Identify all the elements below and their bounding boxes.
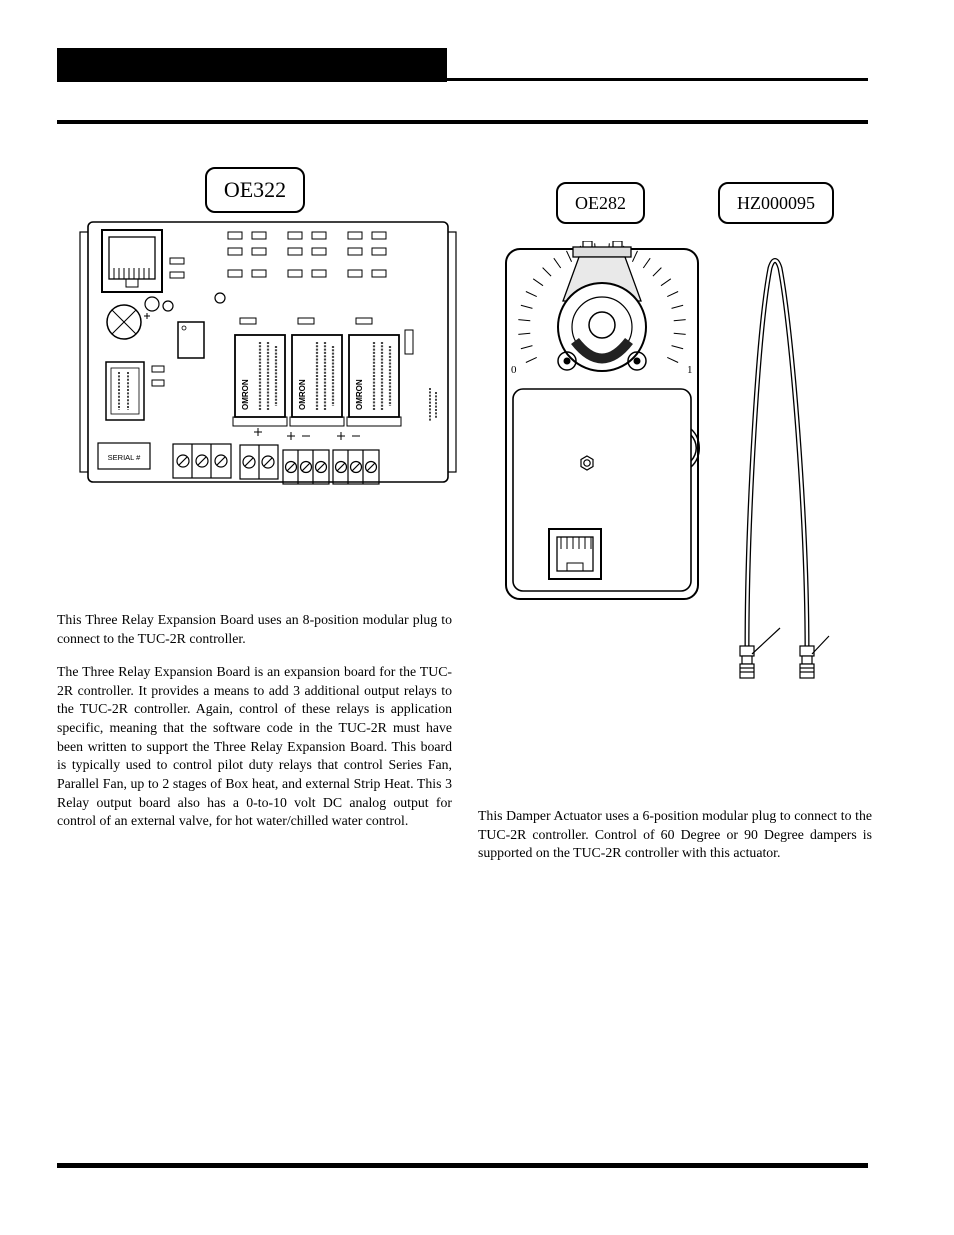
serial-number-box: [97, 442, 151, 470]
hz000095-label-text: HZ000095: [737, 192, 815, 213]
bottom-rule: [57, 1163, 868, 1168]
cable-loop: [744, 258, 810, 649]
relay-3-brand-text: OMRON: [355, 379, 364, 410]
serial-number-text: SERIAL #: [108, 453, 141, 462]
side-clip: [690, 428, 700, 468]
board-description-2: The Three Relay Expansion Board is an ex…: [57, 663, 452, 829]
bridge-rectifier: [106, 304, 150, 340]
terminal-block-2: [239, 444, 279, 480]
terminal-block-3: [282, 449, 330, 485]
figure-label-hz000095: HZ000095: [718, 182, 834, 224]
scale-zero-text: 0: [511, 364, 517, 376]
modular-jack-8pos: [101, 229, 163, 293]
clamp-screws: [557, 351, 647, 371]
top-rule: [57, 120, 868, 124]
cable-connector-left: [739, 627, 781, 679]
relay-1-brand-text: OMRON: [241, 379, 250, 410]
coupling-hub: [557, 282, 647, 372]
relay-1: [232, 334, 288, 427]
header-title-bar: [57, 48, 447, 82]
figure-label-oe322: OE322: [205, 167, 305, 213]
polarity-marks: [254, 428, 360, 440]
silkscreen-marks: [429, 388, 437, 422]
left-component: [105, 361, 145, 421]
oe322-label-text: OE322: [223, 177, 287, 202]
resistor-clusters: [227, 231, 387, 278]
cable-connector-right: [799, 635, 830, 679]
hz000095-cable-figure: [739, 258, 830, 679]
relay-2-brand-text: OMRON: [298, 379, 307, 410]
capacitors: [144, 292, 226, 312]
actuator-description: This Damper Actuator uses a 6-position m…: [478, 807, 872, 861]
oe282-label-text: OE282: [575, 192, 626, 213]
modular-jack-6pos: [548, 528, 602, 580]
ic-chip: [177, 321, 205, 359]
hex-nut: [580, 455, 594, 471]
relay-2: [289, 334, 345, 427]
relay-expansion-board-figure: SERIAL # OMRON OMRON OMRON: [79, 221, 457, 485]
figure-label-oe282: OE282: [556, 182, 645, 224]
header-rule-right: [447, 78, 868, 81]
small-resistors-left: [151, 257, 185, 387]
diode-row: [239, 317, 414, 355]
relay-3: [346, 334, 402, 427]
scale-one-text: 1: [687, 364, 693, 376]
terminal-block-4: [332, 449, 380, 485]
board-description-1: This Three Relay Expansion Board uses an…: [57, 611, 452, 646]
dial-tick-scale: [518, 243, 686, 363]
damper-actuator-figure: 0 1: [505, 241, 700, 600]
terminal-block-1: [172, 443, 232, 479]
